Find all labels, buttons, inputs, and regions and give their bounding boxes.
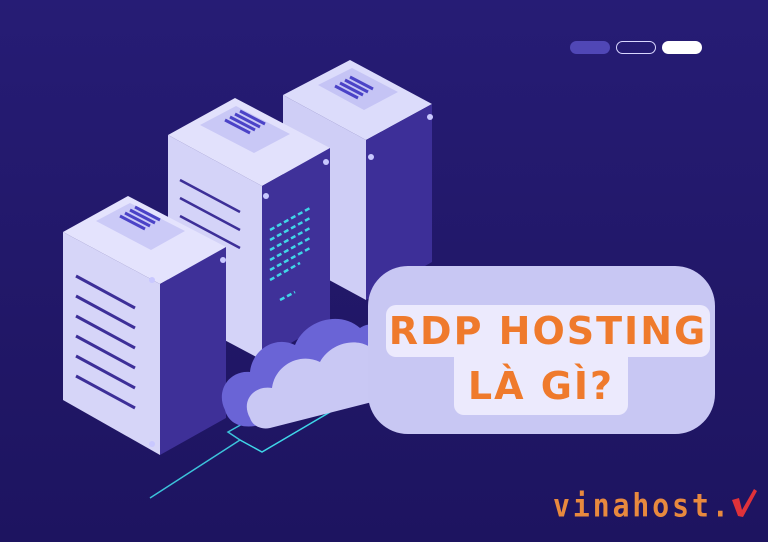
title-line-2-box: LÀ GÌ? [454, 357, 628, 415]
brand-logo[interactable]: vinahost. [553, 486, 758, 525]
title-line-2: LÀ GÌ? [467, 364, 615, 408]
carousel-dot-2[interactable] [616, 41, 656, 54]
brand-name: vinahost. [553, 486, 732, 525]
title-line-1: RDP HOSTING [388, 309, 708, 353]
carousel-dot-1[interactable] [570, 41, 610, 54]
checkmark-icon [731, 489, 757, 517]
carousel-indicators [570, 41, 702, 54]
carousel-dot-3[interactable] [662, 41, 702, 54]
cloud-icon [221, 318, 386, 429]
title-line-1-box: RDP HOSTING [386, 305, 710, 357]
server-rack-icon [63, 196, 226, 455]
